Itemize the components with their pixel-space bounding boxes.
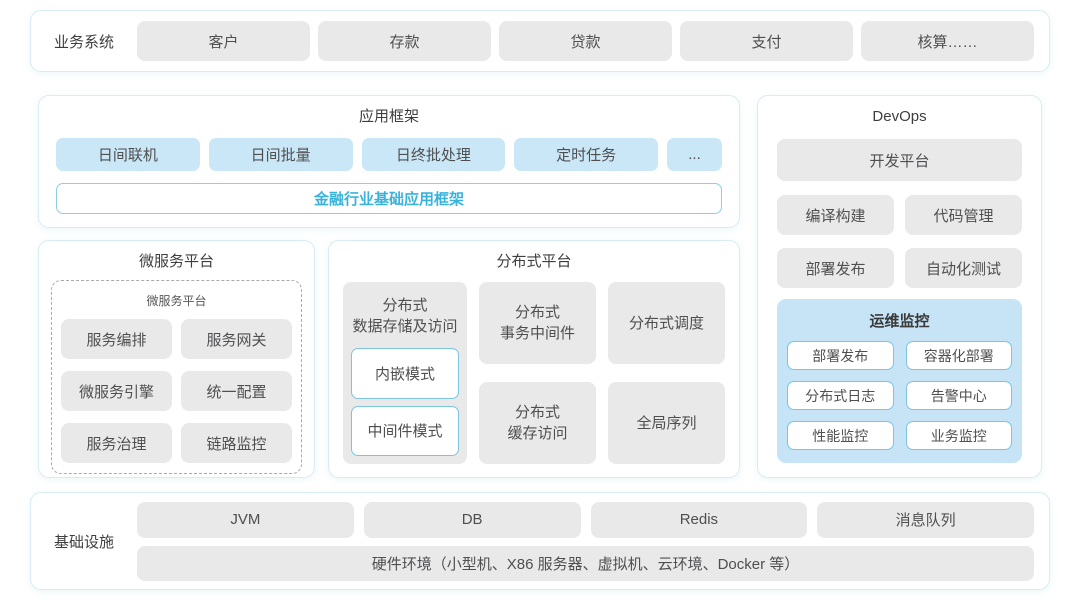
microservice-platform-panel: 微服务平台 微服务平台 服务编排 服务网关 微服务引擎 统一配置 服务治理 链路…: [38, 240, 315, 478]
module-scheduled-task: 定时任务: [514, 138, 658, 171]
ops-container-deploy: 容器化部署: [905, 341, 1012, 370]
tool-deploy-release: 部署发布: [777, 248, 894, 288]
ms-service-gateway: 服务网关: [181, 319, 292, 359]
ops-alert-center: 告警中心: [905, 381, 1012, 410]
module-more: ...: [667, 138, 722, 171]
ms-unified-config: 统一配置: [181, 371, 292, 411]
ops-deploy-release: 部署发布: [787, 341, 894, 370]
app-framework-title: 应用框架: [358, 108, 419, 125]
devops-title: DevOps: [872, 108, 927, 125]
business-item-payment: 支付: [680, 21, 853, 61]
ops-monitoring-title: 运维监控: [869, 313, 930, 330]
microservice-inner-title: 微服务平台: [146, 294, 207, 308]
ops-business-monitor: 业务监控: [905, 421, 1012, 450]
ms-service-orchestration: 服务编排: [61, 319, 172, 359]
microservice-items: 服务编排 服务网关 微服务引擎 统一配置 服务治理 链路监控: [61, 319, 292, 463]
distributed-storage-title: 分布式 数据存储及访问: [352, 297, 458, 335]
global-sequence: 全局序列: [608, 382, 725, 464]
ms-service-governance: 服务治理: [61, 423, 172, 463]
distributed-platform-grid: 分布式 数据存储及访问 内嵌模式 中间件模式 分布式 事务中间件 分布式调度 分…: [343, 282, 725, 464]
tool-code-management: 代码管理: [905, 195, 1022, 235]
infra-message-queue: 消息队列: [817, 501, 1034, 538]
distributed-scheduling: 分布式调度: [608, 282, 725, 364]
distributed-storage-box: 分布式 数据存储及访问 内嵌模式 中间件模式: [343, 282, 467, 464]
infra-redis: Redis: [590, 501, 808, 538]
app-framework-modules: 日间联机 日间批量 日终批处理 定时任务 ...: [56, 138, 722, 171]
business-item-deposit: 存款: [318, 21, 491, 61]
infrastructure-label: 基础设施: [53, 533, 114, 551]
distributed-transaction-middleware: 分布式 事务中间件: [479, 282, 596, 364]
infra-db: DB: [363, 501, 581, 538]
infrastructure-items: JVM DB Redis 消息队列: [137, 501, 1034, 538]
app-framework-panel: 应用框架 日间联机 日间批量 日终批处理 定时任务 ... 金融行业基础应用框架: [38, 95, 740, 228]
business-system-panel: 业务系统 客户 存款 贷款 支付 核算……: [30, 10, 1050, 72]
microservice-platform-title: 微服务平台: [138, 253, 214, 270]
distributed-platform-title: 分布式平台: [496, 253, 572, 270]
storage-mode-middleware: 中间件模式: [351, 405, 459, 456]
finance-base-framework-band: 金融行业基础应用框架: [56, 183, 722, 214]
distributed-cache-access: 分布式 缓存访问: [479, 382, 596, 464]
microservice-inner-group: 微服务平台 服务编排 服务网关 微服务引擎 统一配置 服务治理 链路监控: [51, 280, 302, 474]
distributed-platform-panel: 分布式平台 分布式 数据存储及访问 内嵌模式 中间件模式 分布式 事务中间件 分…: [328, 240, 740, 478]
storage-mode-embedded: 内嵌模式: [351, 348, 459, 399]
module-daytime-batch: 日间批量: [208, 138, 353, 171]
ms-link-monitoring: 链路监控: [181, 423, 292, 463]
devops-tools: 编译构建 代码管理 部署发布 自动化测试: [777, 195, 1022, 288]
business-system-items: 客户 存款 贷款 支付 核算……: [137, 21, 1034, 61]
module-daytime-online: 日间联机: [56, 138, 200, 171]
module-eod-batch: 日终批处理: [361, 138, 506, 171]
infrastructure-content: JVM DB Redis 消息队列 硬件环境（小型机、X86 服务器、虚拟机、云…: [137, 501, 1034, 581]
infra-jvm: JVM: [137, 501, 354, 538]
business-item-loan: 贷款: [499, 21, 672, 61]
business-item-accounting: 核算……: [861, 21, 1034, 61]
business-item-customer: 客户: [137, 21, 310, 61]
ops-performance-monitor: 性能监控: [787, 421, 894, 450]
ops-monitoring-panel: 运维监控 部署发布 容器化部署 分布式日志 告警中心 性能监控 业务监控: [777, 299, 1022, 463]
hardware-environment-band: 硬件环境（小型机、X86 服务器、虚拟机、云环境、Docker 等）: [137, 545, 1034, 581]
dev-platform-box: 开发平台: [777, 139, 1022, 181]
ms-microservice-engine: 微服务引擎: [61, 371, 172, 411]
devops-panel: DevOps 开发平台 编译构建 代码管理 部署发布 自动化测试 运维监控 部署…: [757, 95, 1042, 478]
tool-compile-build: 编译构建: [777, 195, 894, 235]
tool-automated-testing: 自动化测试: [905, 248, 1022, 288]
infrastructure-panel: 基础设施 JVM DB Redis 消息队列 硬件环境（小型机、X86 服务器、…: [30, 492, 1050, 590]
ops-distributed-log: 分布式日志: [787, 381, 894, 410]
business-system-label: 业务系统: [53, 33, 114, 51]
ops-monitoring-items: 部署发布 容器化部署 分布式日志 告警中心 性能监控 业务监控: [787, 341, 1012, 450]
